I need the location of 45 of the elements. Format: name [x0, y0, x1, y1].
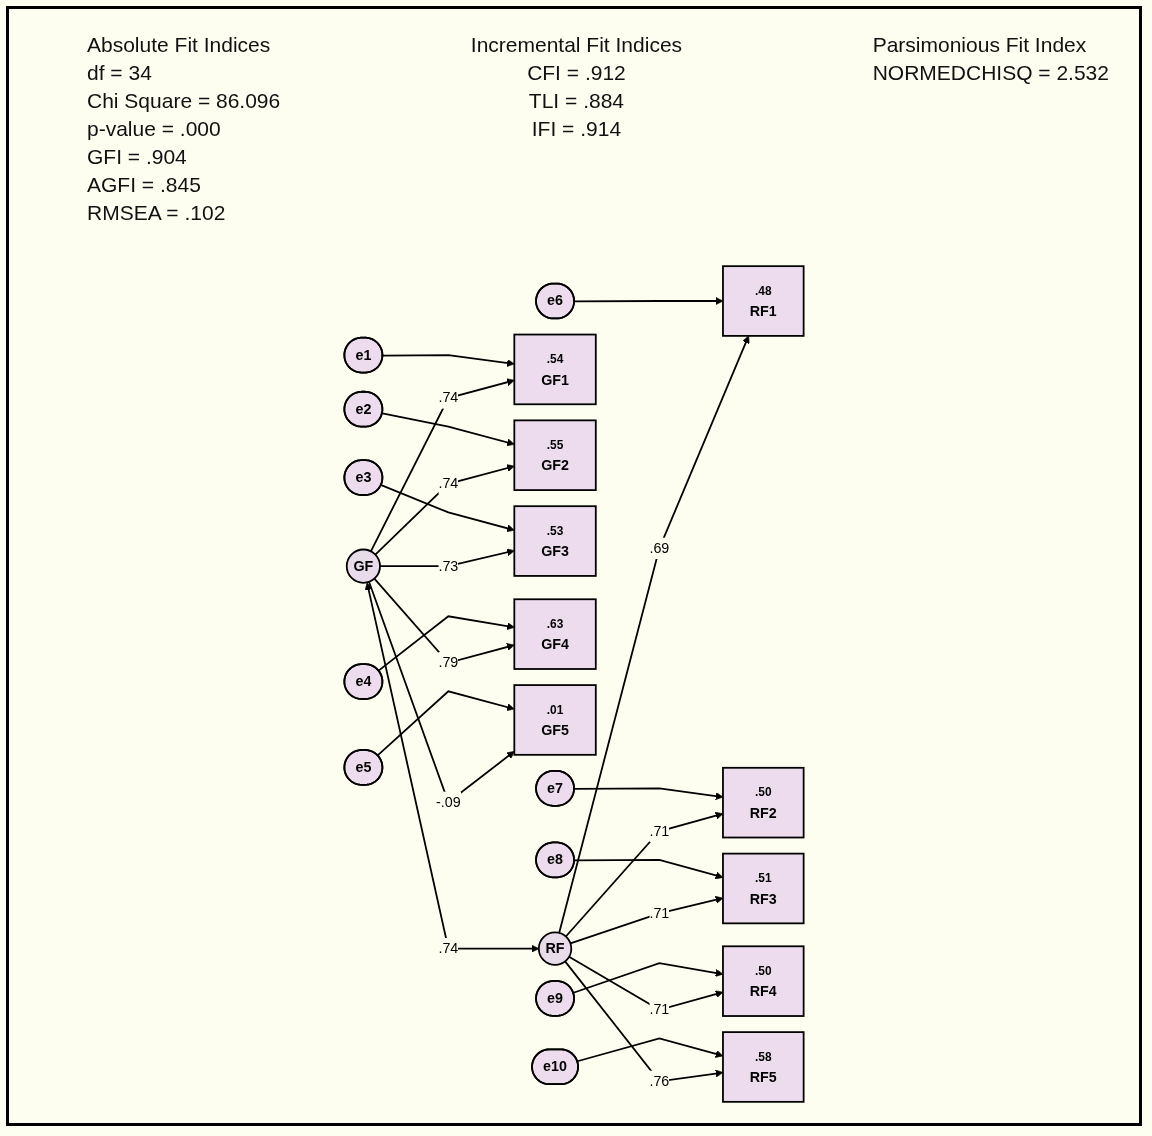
- node-box: .50 RF2: [722, 766, 805, 839]
- node-box: .51 RF3: [722, 852, 805, 925]
- node-box: .55 GF2: [513, 419, 597, 491]
- fit-index-text: Incremental Fit Indices: [470, 32, 683, 58]
- edge-label: .73: [438, 558, 459, 574]
- edge-label: .71: [649, 905, 670, 921]
- fit-index-text: Chi Square = 86.096: [87, 88, 281, 114]
- edge-label: .71: [649, 1001, 670, 1017]
- edge-label: .74: [438, 940, 459, 956]
- arrow: [370, 378, 515, 553]
- arrow: [364, 582, 540, 953]
- edge-label: .74: [438, 389, 459, 406]
- node-box: .54 GF1: [513, 333, 597, 406]
- node-circle: GF: [345, 548, 381, 584]
- edge-label: -.09: [436, 794, 461, 810]
- arrow: [376, 690, 515, 757]
- edge-label: .76: [649, 1073, 670, 1089]
- node-box: .50 RF4: [722, 945, 805, 1017]
- node-box: .53 GF3: [513, 505, 597, 577]
- fit-index-text: AGFI = .845: [87, 172, 202, 198]
- edge-label: .79: [438, 654, 459, 670]
- edge-label: .69: [649, 540, 670, 556]
- fit-index-text: Parsimonious Fit Index: [872, 32, 1088, 58]
- fit-index-text: NORMEDCHISQ = 2.532: [872, 60, 1109, 86]
- fit-index-text: TLI = .884: [527, 88, 625, 114]
- arrow: [381, 412, 515, 447]
- fit-index-text: df = 34: [87, 60, 153, 86]
- arrow: [373, 577, 515, 664]
- arrow: [558, 335, 750, 934]
- edge-label: .71: [649, 823, 670, 839]
- node-box: .48 RF1: [722, 265, 805, 337]
- arrow: [380, 484, 515, 533]
- fit-index-text: p-value = .000: [87, 116, 222, 142]
- node-circle: RF: [537, 931, 573, 966]
- fit-index-text: Absolute Fit Indices: [87, 32, 272, 58]
- node-box: .01 GF5: [513, 684, 597, 756]
- fit-index-text: GFI = .904: [87, 144, 188, 170]
- arrow: [377, 615, 515, 672]
- arrow: [374, 464, 515, 556]
- fit-index-text: CFI = .912: [526, 60, 627, 86]
- fit-index-text: RMSEA = .102: [87, 200, 227, 226]
- edge-label: .74: [438, 475, 459, 491]
- fit-index-text: IFI = .914: [530, 116, 623, 142]
- node-box: .63 GF4: [513, 598, 597, 670]
- node-box: .58 RF5: [722, 1031, 805, 1103]
